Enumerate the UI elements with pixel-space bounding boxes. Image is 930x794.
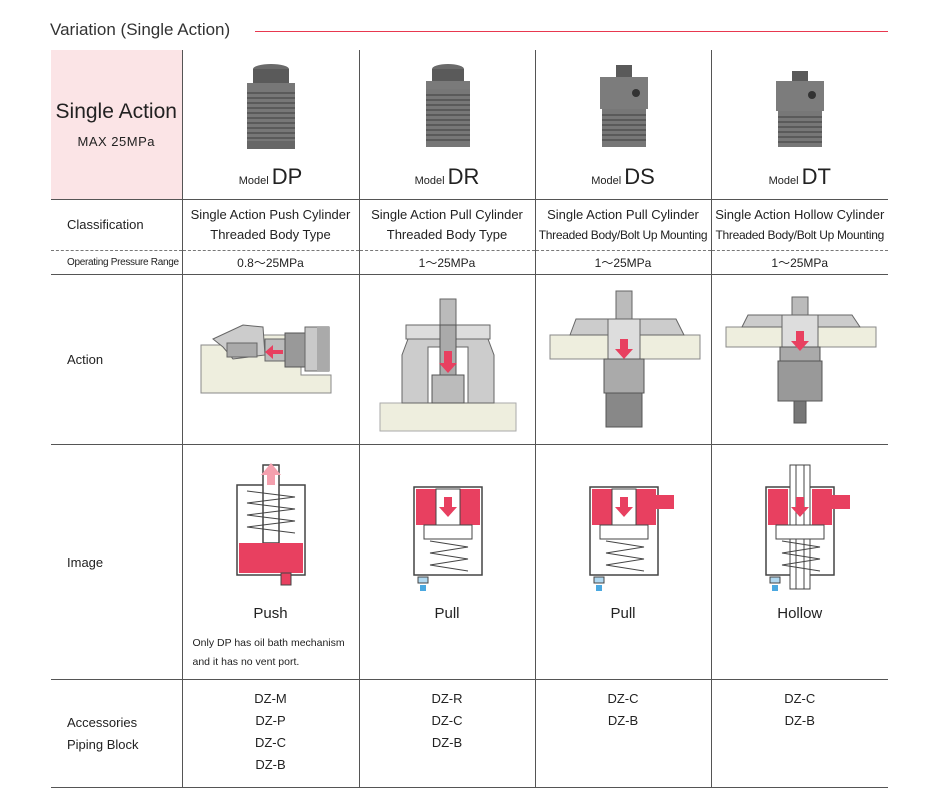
dp-note-line1: Only DP has oil bath mechanism — [192, 637, 345, 649]
pressure-row: Operating Pressure Range 0.8〜25MPa 1〜25M… — [51, 250, 888, 275]
pressure-dp: 0.8〜25MPa — [181, 250, 359, 275]
classification-dr: Single Action Pull Cylinder Threaded Bod… — [358, 199, 535, 251]
action-ds — [534, 274, 711, 445]
cylinder-dr-photo — [425, 64, 470, 147]
action-dt-illustration — [725, 296, 877, 424]
classification-line2: Threaded Body Type — [210, 227, 331, 242]
max-pressure: MAX 25MPa — [77, 134, 155, 149]
accessory-item: DZ-M — [254, 691, 287, 706]
model-prefix: Model — [768, 175, 799, 187]
action-row: Action — [51, 274, 888, 445]
pressure-ds: 1〜25MPa — [534, 250, 711, 275]
image-dp: Push Only DP has oil bath mechanism and … — [181, 444, 359, 680]
classification-line2: Threaded Body Type — [386, 227, 508, 242]
model-prefix: Model — [591, 175, 622, 187]
model-prefix: Model — [414, 175, 445, 187]
image-caption-pull-dr: Pull — [434, 605, 460, 622]
pressure-label: Operating Pressure Range — [51, 250, 182, 275]
action-label: Action — [51, 274, 182, 445]
model-prefix: Model — [238, 175, 269, 187]
pull-schematic-ds — [588, 486, 674, 591]
action-dt — [710, 274, 888, 445]
pressure-dt: 1〜25MPa — [710, 250, 888, 275]
classification-dp: Single Action Push Cylinder Threaded Bod… — [181, 199, 359, 251]
accessories-dp: DZ-M DZ-P DZ-C DZ-B — [181, 679, 359, 788]
classification-ds: Single Action Pull Cylinder Threaded Bod… — [534, 199, 711, 251]
accessories-ds: DZ-C DZ-B — [534, 679, 711, 788]
single-action-cell: Single Action MAX 25MPa — [51, 50, 182, 200]
pressure-dr: 1〜25MPa — [358, 250, 535, 275]
accessory-item: DZ-R — [431, 691, 463, 706]
accessory-item: DZ-P — [255, 713, 286, 728]
accessory-item: DZ-C — [607, 691, 639, 706]
classification-line2: Threaded Body/Bolt Up Mounting — [715, 228, 885, 242]
accessories-dr: DZ-R DZ-C DZ-B — [358, 679, 535, 788]
classification-line1: Single Action Pull Cylinder — [371, 207, 523, 222]
classification-line1: Single Action Hollow Cylinder — [715, 207, 885, 222]
action-ds-illustration — [549, 290, 700, 428]
classification-line1: Single Action Pull Cylinder — [547, 207, 699, 222]
dp-note-line2: and it has no vent port. — [192, 656, 300, 668]
accessory-item: DZ-C — [784, 691, 816, 706]
accessories-label-line1: Accessories — [67, 714, 138, 730]
pull-schematic-dr — [412, 486, 483, 591]
image-row: Image Push Only DP has oil bath mechanis… — [51, 444, 888, 680]
accessory-item: DZ-B — [255, 757, 286, 772]
cylinder-dt-photo — [775, 71, 824, 147]
section-title: Variation (Single Action) — [50, 20, 231, 39]
accessory-item: DZ-B — [784, 713, 815, 728]
image-caption-hollow: Hollow — [777, 605, 823, 622]
hollow-schematic — [765, 464, 850, 591]
accessory-item: DZ-C — [431, 713, 463, 728]
action-dp-illustration — [200, 324, 331, 394]
classification-dt: Single Action Hollow Cylinder Threaded B… — [710, 199, 888, 251]
action-dr-illustration — [379, 298, 516, 432]
classification-label: Classification — [51, 199, 182, 251]
heading-rule — [255, 31, 888, 32]
cylinder-ds-photo — [599, 65, 648, 147]
accessories-dt: DZ-C DZ-B — [710, 679, 888, 788]
action-dp — [181, 274, 359, 445]
section-heading: Variation (Single Action) — [50, 20, 888, 44]
accessories-label: Accessories Piping Block — [51, 679, 182, 788]
classification-row: Classification Single Action Push Cylind… — [51, 199, 888, 251]
push-schematic — [235, 463, 306, 586]
image-caption-pull-ds: Pull — [610, 605, 636, 622]
classification-line1: Single Action Push Cylinder — [190, 207, 351, 222]
dp-note: Only DP has oil bath mechanism and it ha… — [193, 634, 359, 672]
image-dt: Hollow — [710, 444, 888, 680]
accessory-item: DZ-B — [607, 713, 639, 728]
image-ds: Pull — [534, 444, 711, 680]
model-code: DR — [447, 164, 480, 189]
classification-line2: Threaded Body/Bolt Up Mounting — [538, 228, 708, 242]
action-dr — [358, 274, 535, 445]
image-dr: Pull — [358, 444, 535, 680]
model-code: DT — [801, 164, 831, 189]
single-action-title: Single Action — [55, 100, 177, 123]
accessory-item: DZ-B — [431, 735, 463, 750]
model-code: DP — [271, 164, 303, 189]
cylinder-dp-photo — [246, 64, 295, 149]
model-code: DS — [624, 164, 655, 189]
accessories-label-line2: Piping Block — [67, 736, 139, 752]
image-caption-push: Push — [253, 605, 288, 622]
accessories-row: Accessories Piping Block DZ-M DZ-P DZ-C … — [51, 679, 888, 788]
image-label: Image — [51, 444, 182, 680]
accessory-item: DZ-C — [254, 735, 287, 750]
